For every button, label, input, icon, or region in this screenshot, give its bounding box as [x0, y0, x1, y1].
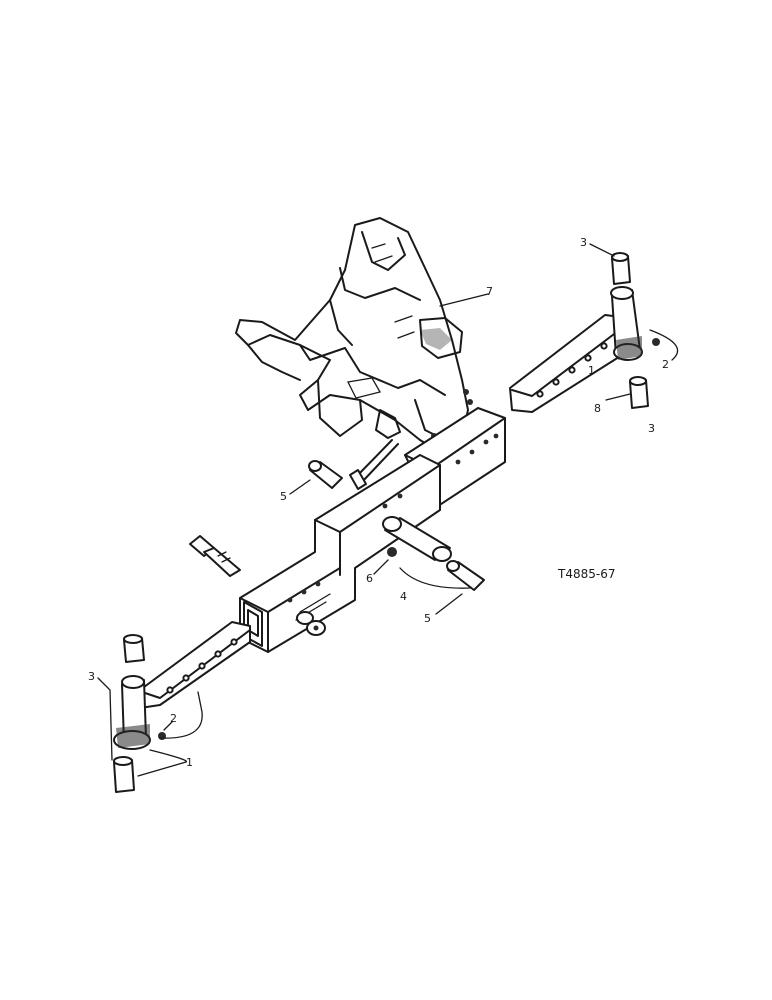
leader-bolt-washer: [373, 559, 389, 575]
callout-left-arm: 1: [186, 756, 193, 769]
right-bushing: [629, 376, 649, 409]
sleeve-upper: [308, 460, 343, 489]
left-clip: [158, 732, 166, 740]
leader-left-pin-top: [97, 677, 113, 761]
nut-and-washer: [296, 611, 326, 636]
drawing-code: T4885-67: [557, 567, 615, 581]
leader-right-bushing: [605, 393, 631, 401]
callout-sleeve-right: 5: [424, 612, 431, 625]
callout-right-clip: 2: [662, 358, 669, 371]
axle-extension-tube: [239, 454, 441, 653]
callout-right-pin-top: 3: [580, 236, 587, 249]
callout-right-bushing: 8: [594, 402, 601, 415]
callout-right-pin-bottom: 3: [648, 422, 655, 435]
left-bushing: [113, 756, 135, 793]
right-clip: [652, 338, 660, 346]
leader-left-arm: [137, 749, 187, 777]
sleeve-lower: [446, 560, 485, 591]
callout-axle-pin: 4: [400, 590, 407, 603]
callout-bolt-washer: 6: [366, 572, 373, 585]
left-steering-arm: [113, 621, 251, 750]
leader-sleeve-right: [435, 593, 463, 615]
left-pin-top: [123, 634, 145, 663]
right-pin-top: [611, 252, 631, 285]
leader-right-pin-top: [589, 243, 615, 257]
leader-left-arm-2: [159, 691, 203, 739]
leader-axle-pin: [399, 567, 471, 589]
front-axle-support-bracket: [235, 217, 473, 453]
callout-right-arm: 1: [588, 364, 595, 377]
callout-left-pin-top: 3: [88, 670, 95, 683]
leader-sleeve-left: [289, 479, 311, 495]
hex-bolt: [189, 535, 241, 577]
callout-left-clip: 2: [170, 712, 177, 725]
leader-left-clip: [163, 721, 173, 731]
callout-sleeve-left: 5: [280, 490, 287, 503]
bolt-washer: [387, 547, 397, 557]
leader-bracket: [439, 293, 489, 307]
long-bolt: [349, 439, 399, 490]
right-steering-arm: [509, 286, 643, 413]
axle-pivot-pin: [382, 516, 452, 562]
callout-bracket: 7: [486, 285, 493, 298]
leader-right-clip: [649, 329, 679, 361]
